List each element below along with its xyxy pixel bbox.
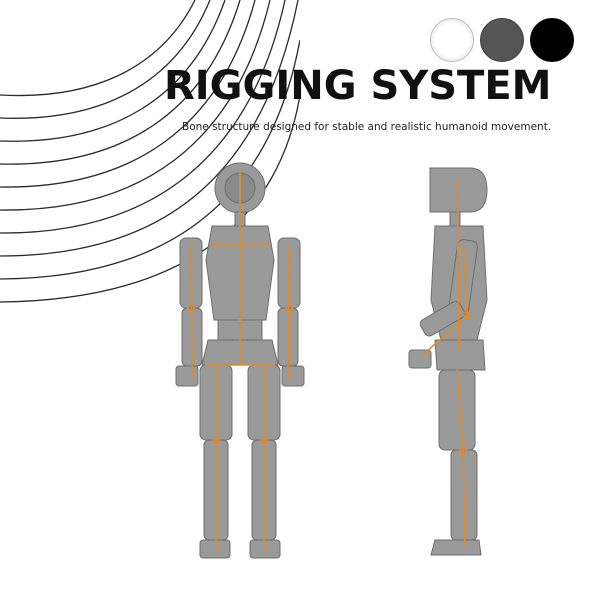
page-subtitle: Bone structure designed for stable and r…	[182, 121, 552, 133]
robot-front-bones	[187, 170, 293, 550]
robot-side-body	[408, 167, 488, 556]
color-swatch-gray	[480, 18, 524, 62]
color-swatches	[430, 18, 574, 62]
color-swatch-black	[530, 18, 574, 62]
page-title: RIGGING SYSTEM	[164, 63, 552, 109]
color-swatch-white	[430, 18, 474, 62]
robot-side-view	[408, 167, 488, 556]
robot-front-view	[175, 162, 305, 559]
robot-side-bones	[422, 179, 471, 546]
decorative-wave-lines	[0, 0, 300, 303]
